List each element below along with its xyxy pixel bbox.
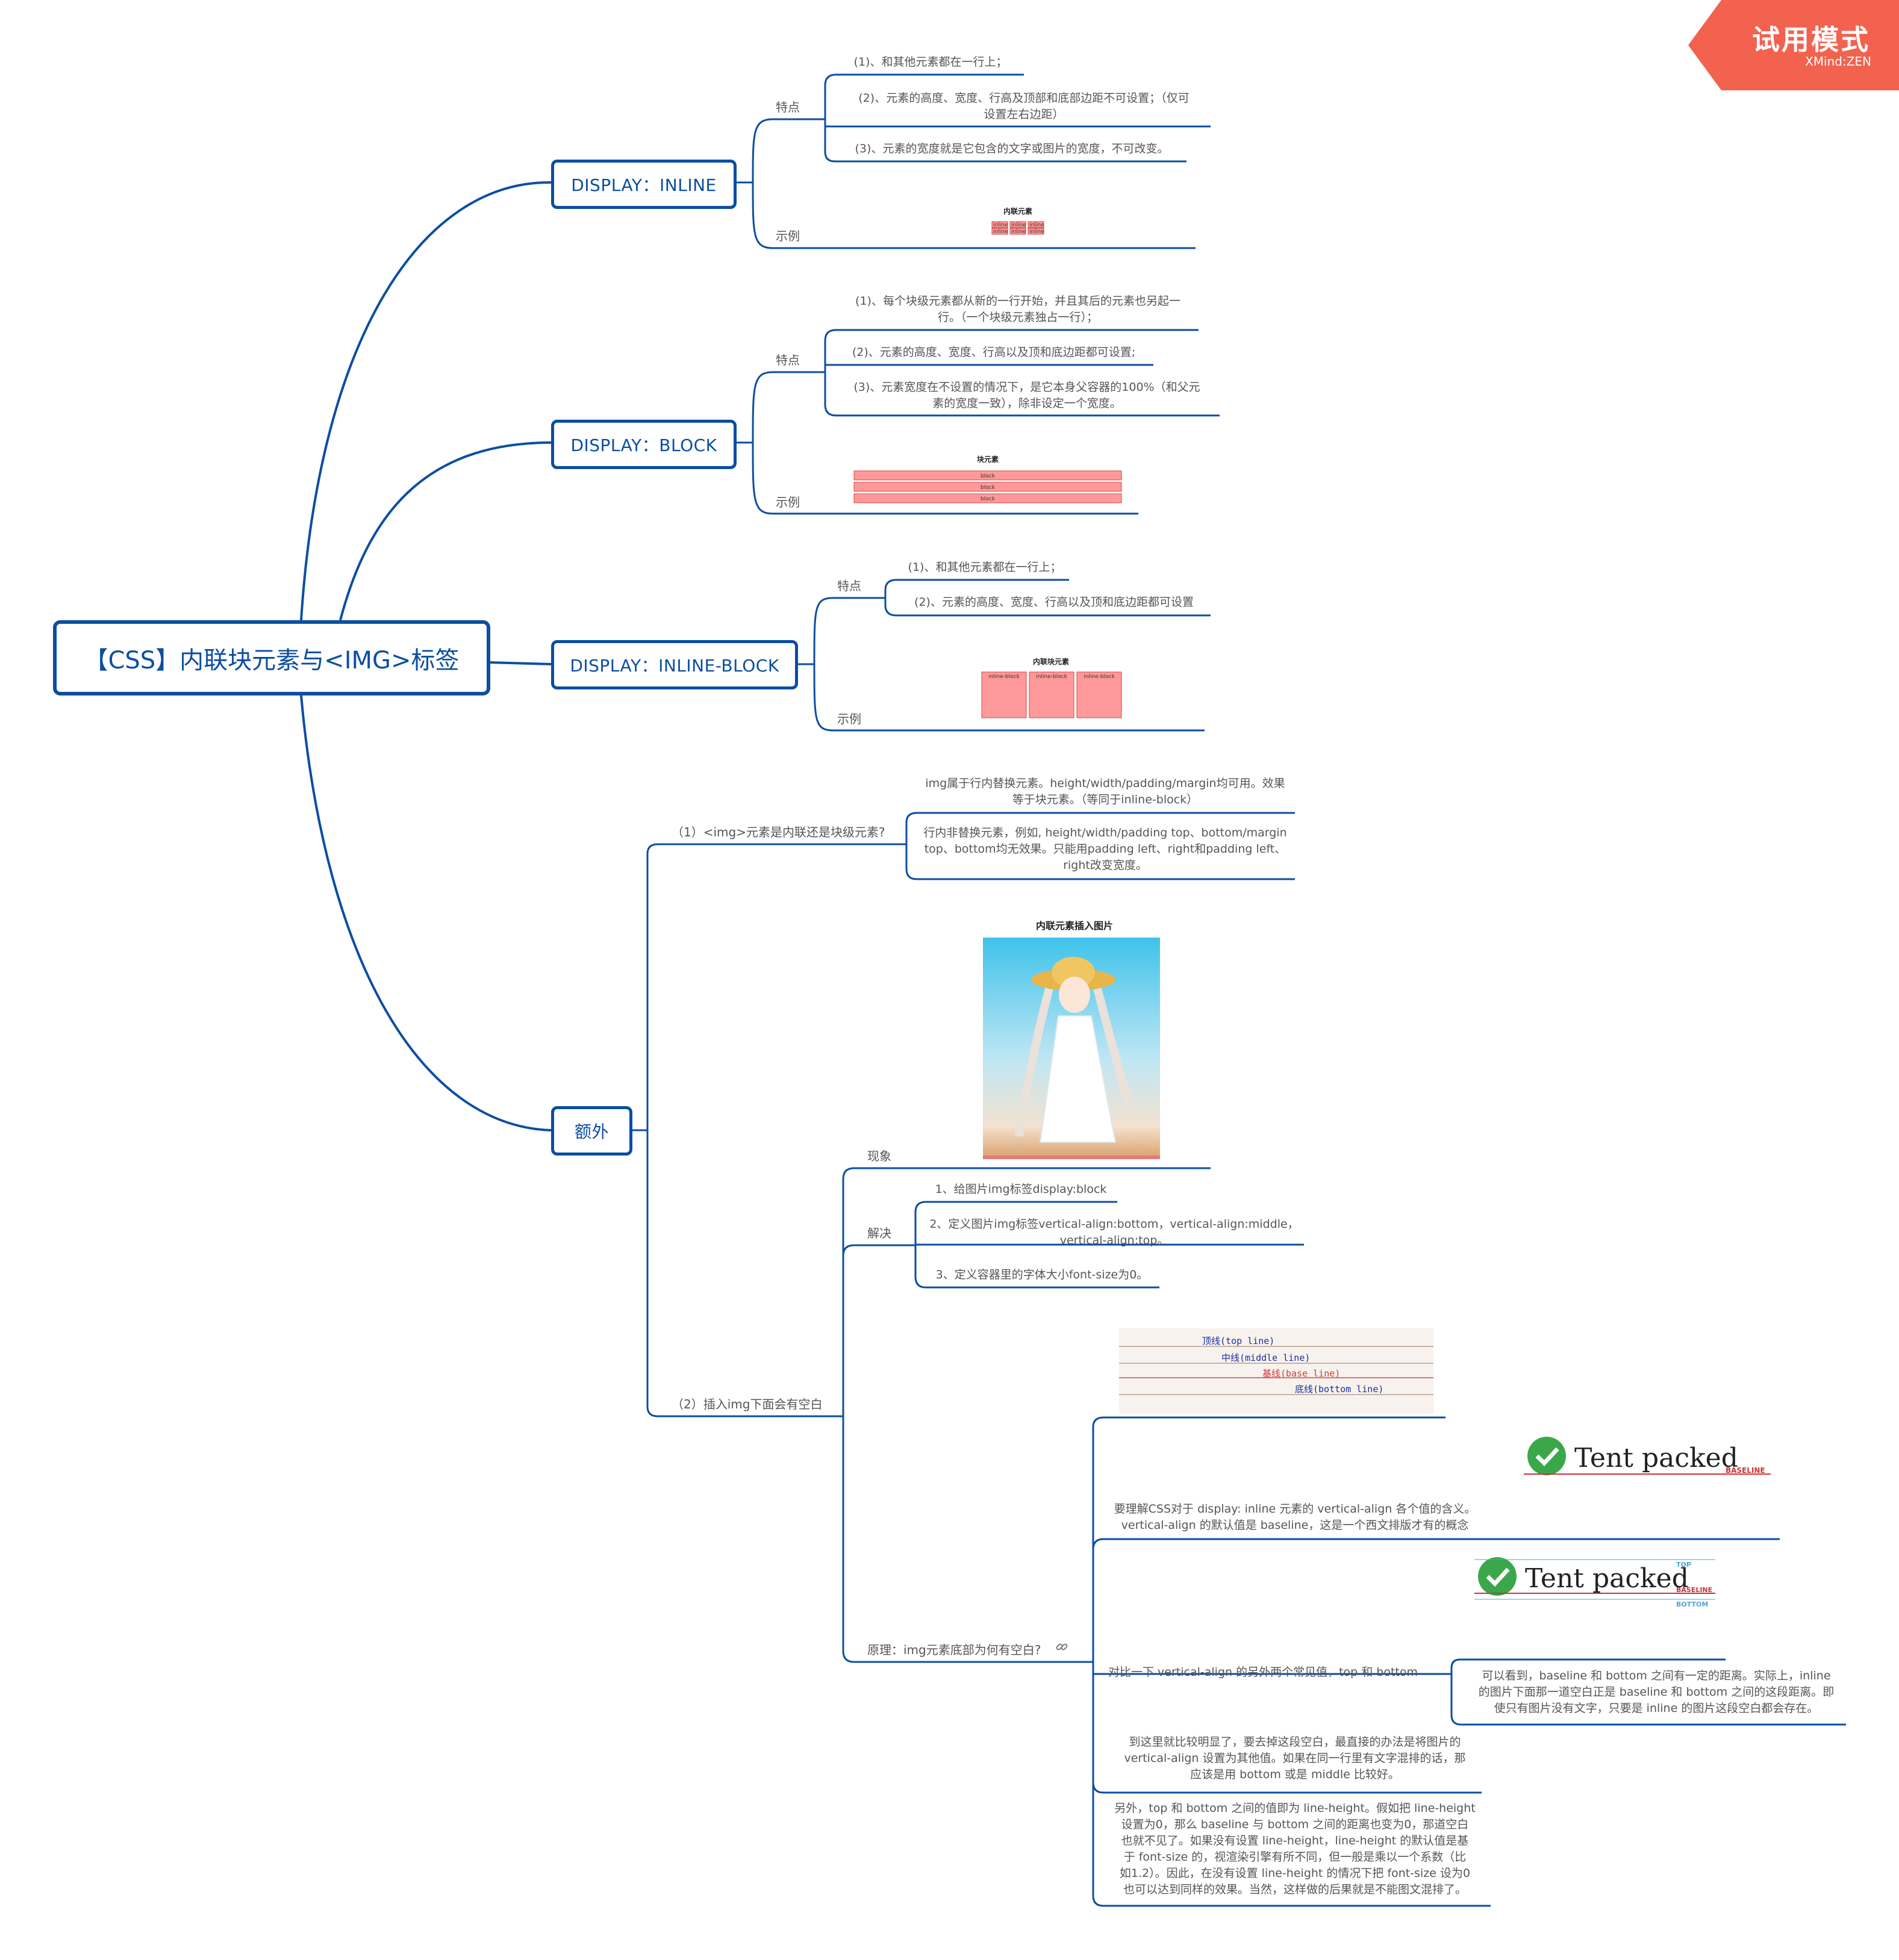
link-icon[interactable] (1055, 1640, 1068, 1654)
block-cell (853, 493, 1122, 503)
solution-2[interactable]: 2、定义图片img标签vertical-align:bottom，vertica… (929, 1218, 1299, 1247)
inline-cell-text: inline (1011, 222, 1026, 228)
inline-cell (1009, 228, 1026, 235)
lines-demo: 顶线(top line) 中线(middle line) 基线(base lin… (1119, 1328, 1433, 1414)
inline-block-cell (1076, 671, 1122, 718)
root-topic[interactable]: 【CSS】内联块元素与<IMG>标签 (53, 620, 490, 695)
tent-text: Tent packed (1574, 1443, 1738, 1473)
block-cell (853, 470, 1122, 481)
block-feature-2[interactable]: (2)、元素的高度、宽度、行高以及顶和底边距都可设置; (852, 346, 1136, 359)
inline-cell (991, 221, 1008, 228)
block-demo: 块元素 block block block (853, 455, 1122, 503)
inline-cell (1027, 221, 1044, 228)
badge-title: 试用模式 (1752, 23, 1870, 56)
tent-baseline-label: BASELINE (1726, 1466, 1765, 1475)
topic-label: DISPLAY：INLINE-BLOCK (570, 656, 779, 676)
inline-feature-2[interactable]: (2)、元素的高度、宽度、行高及顶部和底部边距不可设置；（仅可 设置左右边距） (858, 92, 1190, 121)
trial-mode-badge[interactable]: 试用模式 XMind:ZEN (1688, 0, 1899, 90)
principle-3[interactable]: 到这里就比较明显了，要去掉这段空白，最直接的办法是将图片的 vertical-a… (1124, 1735, 1466, 1781)
inline-cell-text: inline (1029, 222, 1044, 228)
label-q2[interactable]: （2）插入img下面会有空白 (672, 1397, 823, 1411)
inline-cell (991, 228, 1008, 235)
inline-block-cell-text: inline-block (988, 674, 1020, 680)
tent-bottom-label: BOTTOM (1676, 1601, 1708, 1608)
block-feature-1[interactable]: (1)、每个块级元素都从新的一行开始，并且其后的元素也另起一 行。（一个块级元素… (855, 294, 1180, 324)
tent-text: Tent packed (1525, 1563, 1689, 1594)
block-cell-text: block (981, 496, 996, 502)
inline-block-cell (1029, 671, 1074, 718)
block-cell-text: block (981, 473, 996, 479)
block-feature-3[interactable]: (3)、元素宽度在不设置的情况下，是它本身父容器的100%（和父元 素的宽度一致… (853, 381, 1200, 410)
label-q1[interactable]: （1）<img>元素是内联还是块级元素? (672, 825, 885, 839)
label-phenomenon[interactable]: 现象 (867, 1149, 891, 1163)
inline-block-demo-title: 内联块元素 (1033, 657, 1069, 666)
topic-display-block[interactable]: DISPLAY：BLOCK (551, 420, 737, 469)
topic-extra[interactable]: 额外 (551, 1106, 632, 1156)
topic-display-inline-block[interactable]: DISPLAY：INLINE-BLOCK (551, 640, 798, 689)
inline-cell-text: inline (1011, 229, 1026, 235)
inline-demo: 内联元素 inline inline inline inline inline … (991, 207, 1044, 235)
inline-block-feature-1[interactable]: (1)、和其他元素都在一行上； (908, 561, 1062, 574)
block-cell (853, 482, 1122, 492)
principle-2[interactable]: 对比一下 vertical-align 的另外两个常见值，top 和 botto… (1108, 1666, 1418, 1679)
topic-label: 额外 (574, 1122, 609, 1142)
inline-block-demo: 内联块元素 inline-block inline-block inline-b… (981, 657, 1122, 718)
q1-answer-2[interactable]: 行内非替换元素，例如, height/width/padding top、bot… (923, 826, 1287, 872)
line-label-bottom: 底线(bottom line) (1295, 1384, 1383, 1395)
badge-brand: XMind:ZEN (1805, 54, 1871, 69)
line-label-middle: 中线(middle line) (1221, 1352, 1310, 1363)
tent-baseline-image: Tent packed BASELINE (1524, 1437, 1771, 1475)
topic-label: DISPLAY：BLOCK (570, 435, 717, 455)
inline-feature-1[interactable]: (1)、和其他元素都在一行上； (853, 55, 1008, 69)
root-topic-label: 【CSS】内联块元素与<IMG>标签 (84, 646, 460, 674)
inline-demo-title: 内联元素 (1003, 207, 1032, 216)
inline-feature-3[interactable]: (3)、元素的宽度就是它包含的文字或图片的宽度，不可改变。 (855, 142, 1169, 155)
inline-block-cell (981, 671, 1027, 718)
tent-top-bottom-image: Tent packed TOP BASELINE BOTTOM (1474, 1557, 1715, 1608)
label-example[interactable]: 示例 (776, 229, 800, 243)
inline-cell (1027, 228, 1044, 235)
inline-block-cell-text: inline-block (1084, 674, 1115, 680)
block-demo-title: 块元素 (977, 455, 999, 464)
inline-block-feature-2[interactable]: (2)、元素的高度、宽度、行高以及顶和底边距都可设置 (914, 596, 1194, 609)
label-solution[interactable]: 解决 (867, 1226, 891, 1240)
inline-cell-text: inline (1029, 229, 1044, 235)
tent-baseline-label: BASELINE (1676, 1586, 1712, 1594)
label-principle[interactable]: 原理：img元素底部为何有空白? (867, 1643, 1041, 1657)
phenomenon-image (983, 938, 1160, 1159)
badge-shape (1688, 0, 1899, 90)
inline-cell-text: inline (993, 222, 1008, 228)
label-features[interactable]: 特点 (776, 353, 800, 367)
solution-1[interactable]: 1、给图片img标签display:block (935, 1183, 1107, 1196)
principle-1[interactable]: 要理解CSS对于 display: inline 元素的 vertical-al… (1114, 1502, 1476, 1532)
block-cell-text: block (981, 485, 996, 491)
label-features[interactable]: 特点 (776, 100, 800, 114)
topic-label: DISPLAY：INLINE (571, 175, 717, 195)
line-label-base: 基线(base line) (1262, 1368, 1340, 1379)
q1-answer-1[interactable]: img属于行内替换元素。height/width/padding/margin均… (925, 777, 1285, 806)
inline-cell (1009, 221, 1026, 228)
inline-cell-text: inline (993, 229, 1008, 235)
solution-3[interactable]: 3、定义容器里的字体大小font-size为0。 (935, 1268, 1149, 1281)
label-example[interactable]: 示例 (776, 495, 800, 509)
principle-2-detail[interactable]: 可以看到，baseline 和 bottom 之间有一定的距离。实际上，inli… (1478, 1669, 1835, 1715)
topic-display-inline[interactable]: DISPLAY：INLINE (551, 160, 737, 209)
phenomenon-image-title: 内联元素插入图片 (1036, 920, 1114, 932)
principle-4[interactable]: 另外，top 和 bottom 之间的值即为 line-height。假如把 l… (1114, 1802, 1476, 1896)
label-example[interactable]: 示例 (837, 712, 861, 726)
line-label-top: 顶线(top line) (1202, 1336, 1274, 1346)
label-features[interactable]: 特点 (837, 579, 861, 593)
tent-top-label: TOP (1676, 1561, 1691, 1569)
inline-block-cell-text: inline-block (1036, 674, 1067, 680)
